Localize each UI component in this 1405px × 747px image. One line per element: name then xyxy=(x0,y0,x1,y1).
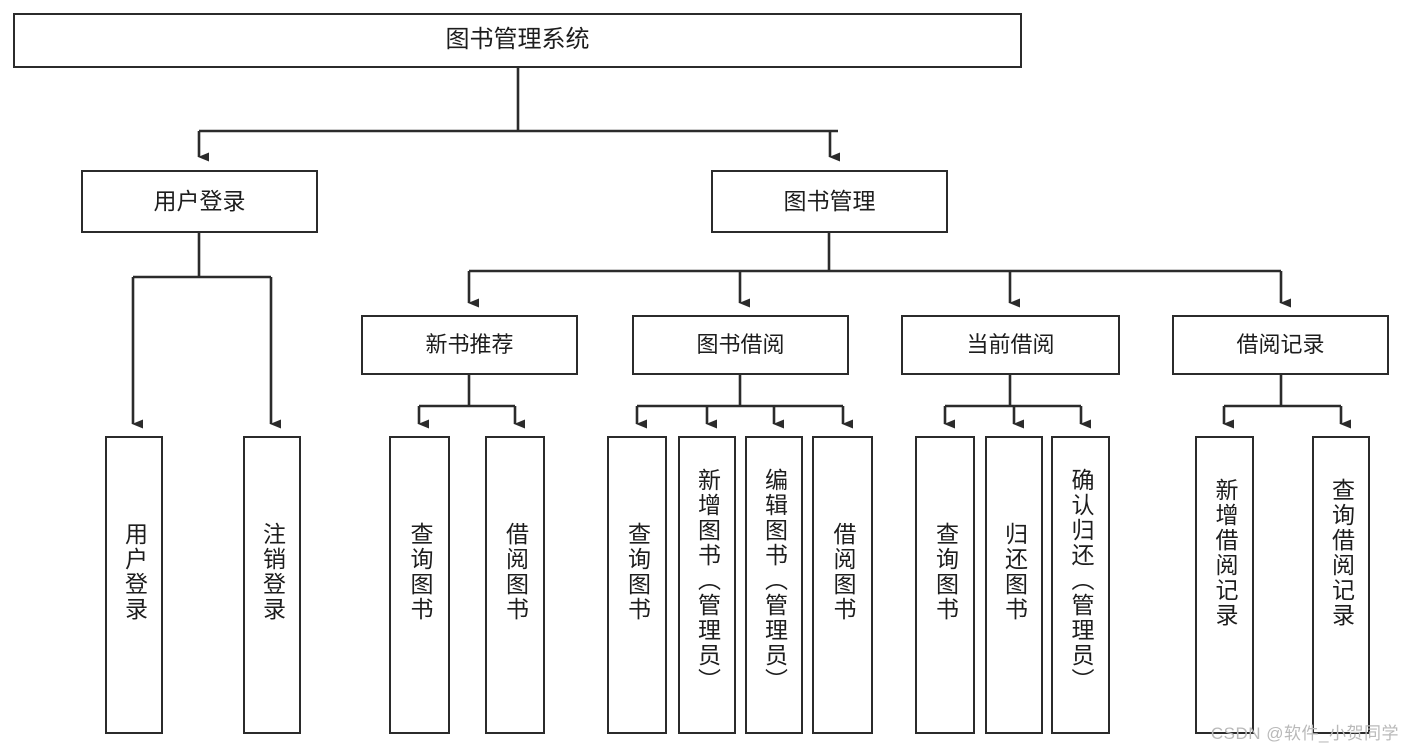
node-borrow-book-2[interactable]: 借阅图书 xyxy=(812,436,873,734)
node-logout-user[interactable]: 注销登录 xyxy=(243,436,301,734)
node-query-book-2-label: 查询图书 xyxy=(624,522,651,622)
node-new-book-recommend[interactable]: 新书推荐 xyxy=(361,315,578,375)
node-current-borrow-label: 当前借阅 xyxy=(966,332,1055,358)
node-borrow-record[interactable]: 借阅记录 xyxy=(1172,315,1389,375)
node-query-book-1-label: 查询图书 xyxy=(407,522,433,622)
node-login-user[interactable]: 用户登录 xyxy=(105,436,163,734)
node-edit-book-admin-label: 编辑图书（管理员） xyxy=(761,468,788,693)
node-confirm-return-admin[interactable]: 确认归还（管理员） xyxy=(1051,436,1110,734)
node-current-borrow[interactable]: 当前借阅 xyxy=(901,315,1120,375)
node-borrow-book-2-label: 借阅图书 xyxy=(830,522,856,622)
node-query-book-1[interactable]: 查询图书 xyxy=(389,436,450,734)
node-user-login-label: 用户登录 xyxy=(153,187,246,214)
node-confirm-return-admin-label: 确认归还（管理员） xyxy=(1068,468,1094,693)
node-add-book-admin-label: 新增图书（管理员） xyxy=(694,468,721,693)
node-borrow-record-label: 借阅记录 xyxy=(1236,332,1325,358)
node-add-borrow-record-label: 新增借阅记录 xyxy=(1212,478,1238,628)
node-book-manage-label: 图书管理 xyxy=(783,187,876,214)
node-query-borrow-record[interactable]: 查询借阅记录 xyxy=(1312,436,1370,734)
node-book-borrow[interactable]: 图书借阅 xyxy=(632,315,849,375)
node-new-book-recommend-label: 新书推荐 xyxy=(425,332,514,358)
node-query-borrow-record-label: 查询借阅记录 xyxy=(1328,478,1355,628)
node-logout-user-label: 注销登录 xyxy=(259,522,286,622)
node-login-user-label: 用户登录 xyxy=(121,522,148,622)
node-add-book-admin[interactable]: 新增图书（管理员） xyxy=(678,436,736,734)
node-query-book-3-label: 查询图书 xyxy=(932,522,959,622)
node-query-book-2[interactable]: 查询图书 xyxy=(607,436,667,734)
node-root[interactable]: 图书管理系统 xyxy=(13,13,1022,68)
node-book-borrow-label: 图书借阅 xyxy=(696,332,785,358)
node-add-borrow-record[interactable]: 新增借阅记录 xyxy=(1195,436,1254,734)
node-edit-book-admin[interactable]: 编辑图书（管理员） xyxy=(745,436,803,734)
node-return-book-label: 归还图书 xyxy=(1001,522,1028,622)
csdn-watermark: CSDN @软件_小贺同学 xyxy=(1210,724,1399,743)
node-borrow-book-1-label: 借阅图书 xyxy=(502,522,529,622)
node-query-book-3[interactable]: 查询图书 xyxy=(915,436,975,734)
node-user-login[interactable]: 用户登录 xyxy=(81,170,318,233)
node-book-manage[interactable]: 图书管理 xyxy=(711,170,948,233)
node-borrow-book-1[interactable]: 借阅图书 xyxy=(485,436,545,734)
node-return-book[interactable]: 归还图书 xyxy=(985,436,1043,734)
node-root-label: 图书管理系统 xyxy=(445,26,590,54)
